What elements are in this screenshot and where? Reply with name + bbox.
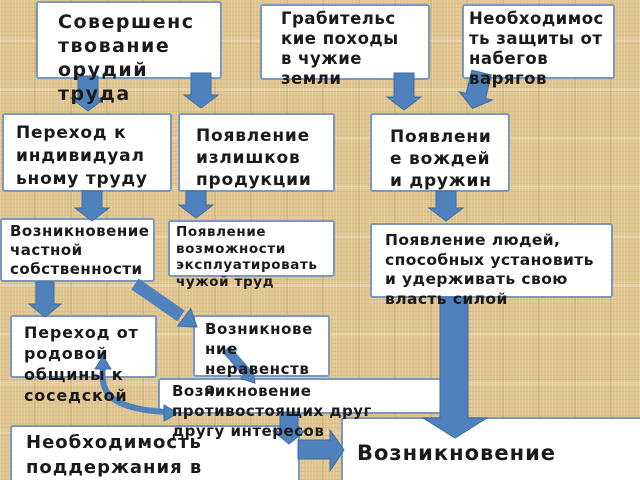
box-power-people-label: Появление людей, способных установить и … — [385, 231, 594, 308]
arrow-private-to-community-icon — [27, 281, 63, 318]
arrow-surplus-to-exploitation-icon — [177, 190, 215, 219]
arrow-defense-to-chiefs-icon — [457, 69, 494, 110]
arrow-chiefs-to-power-icon — [427, 190, 465, 222]
box-state — [341, 417, 640, 480]
box-chiefs — [370, 113, 510, 192]
box-exploitation-label: Появление возможности эксплуатировать чу… — [176, 224, 318, 290]
box-order-need-label: Необходимость поддержания в обществе пор… — [26, 432, 203, 478]
arrow-private-to-inequality-icon — [176, 307, 198, 328]
box-power-people — [370, 223, 613, 298]
arrow-interests-to-order-icon — [271, 411, 307, 445]
box-private-property — [0, 218, 155, 282]
box-tools — [36, 1, 222, 79]
box-individual-labor — [2, 113, 172, 192]
box-private-property-label: Возникновение частной собственности — [10, 222, 150, 278]
box-defense-label: Необходимос ть защиты от набегов варягов — [469, 9, 604, 88]
arrow-raids-to-chiefs-icon — [385, 72, 423, 111]
arrow-tools-to-individual-icon — [69, 75, 107, 112]
connector-community-interests-curve — [99, 367, 167, 415]
box-opposing-interests-label: Возникновение противостоящих друг другу … — [172, 382, 372, 440]
arrow-inequality-to-interests-icon — [239, 366, 256, 384]
box-raids-label: Грабительс кие походы в чужие земли — [281, 9, 399, 88]
box-tools-label: Совершенс твование орудий труда — [58, 11, 195, 105]
box-raids — [260, 4, 430, 80]
arrow-order-to-state-icon — [297, 428, 345, 473]
box-neighbor-community — [10, 315, 157, 378]
box-surplus-label: Появление излишков продукции — [196, 126, 312, 190]
arrow-inequality-to-interests-shaft — [222, 345, 251, 377]
box-chiefs-label: Появлени е вождей и дружин — [390, 127, 492, 191]
arrow-tools-to-surplus-icon — [182, 72, 220, 109]
arrow-power-to-state-icon — [421, 296, 489, 439]
arrow-private-to-inequality-shaft — [131, 278, 185, 322]
box-surplus — [178, 113, 335, 192]
box-state-label: Возникновение государства — [357, 441, 557, 480]
box-inequality — [193, 315, 330, 377]
connector-arrowhead-up-icon — [94, 355, 112, 370]
connector-arrowhead-right-icon — [163, 404, 180, 422]
box-individual-labor-label: Переход к индивидуал ьному труду — [16, 123, 148, 189]
box-opposing-interests — [158, 378, 442, 414]
box-exploitation — [168, 220, 335, 277]
box-inequality-label: Возникнове ние неравенств а — [205, 320, 313, 398]
box-neighbor-community-label: Переход от родовой общины к соседской — [24, 323, 139, 405]
arrow-individual-to-private-icon — [73, 190, 111, 222]
box-defense — [462, 4, 615, 79]
box-order-need — [10, 425, 300, 480]
